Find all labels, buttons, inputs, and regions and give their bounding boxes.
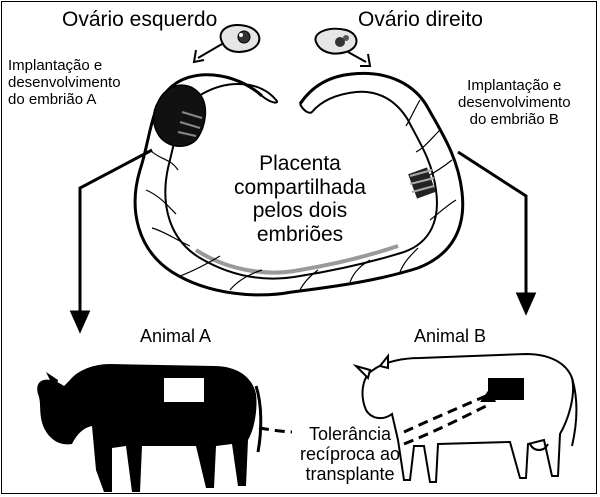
placenta-line-4: embriões <box>220 223 380 247</box>
right-ovary-label: Ovário direito <box>358 8 483 32</box>
implant-b-line-3: do embrião B <box>458 112 571 129</box>
implant-a-line-3: do embrião A <box>8 92 121 109</box>
animal-b-label: Animal B <box>414 326 486 346</box>
implant-b-label: Implantação e desenvolvimento do embrião… <box>458 78 571 128</box>
placenta-line-2: compartilhada <box>220 176 380 200</box>
tolerance-line-3: transplante <box>282 464 418 484</box>
placenta-line-3: pelos dois <box>220 199 380 223</box>
implant-b-line-2: desenvolvimento <box>458 95 571 112</box>
animal-a-label: Animal A <box>140 326 211 346</box>
arrow-to-animal-a <box>72 150 152 330</box>
tolerance-label: Tolerância recíproca ao transplante <box>282 424 418 484</box>
placenta-line-1: Placenta <box>220 152 380 176</box>
tolerance-line-1: Tolerância <box>282 424 418 444</box>
left-ovary-icon <box>221 25 260 52</box>
embryo-a <box>154 85 206 146</box>
arrow-to-animal-b <box>458 152 534 312</box>
tolerance-line-2: recíproca ao <box>282 444 418 464</box>
implant-b-line-1: Implantação e <box>458 78 571 95</box>
implant-a-label: Implantação e desenvolvimento do embrião… <box>8 58 121 108</box>
placenta-label: Placenta compartilhada pelos dois embriõ… <box>220 152 380 246</box>
implant-a-line-1: Implantação e <box>8 58 121 75</box>
left-ovary-label: Ovário esquerdo <box>62 8 217 32</box>
animal-a-cow-icon <box>37 364 261 492</box>
right-ovary-icon <box>315 29 356 54</box>
implant-a-line-2: desenvolvimento <box>8 75 121 92</box>
